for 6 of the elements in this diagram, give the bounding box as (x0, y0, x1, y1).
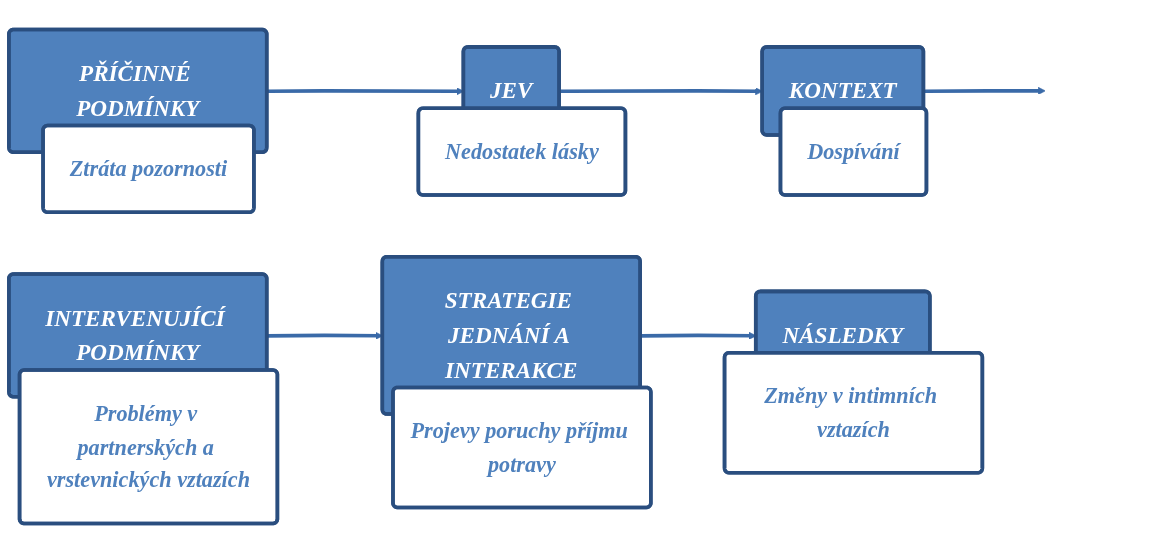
content-box: Změny v intimních vztazích (722, 350, 985, 475)
content-box: Projevy poruchy příjmu potravy (391, 385, 653, 510)
content-box: Nedostatek lásky (416, 106, 628, 197)
content-box: Dospívání (778, 106, 929, 197)
content-box: Ztráta pozornosti (41, 123, 256, 215)
content-box: Problémy v partnerských a vrstevnických vztazích (17, 368, 280, 526)
